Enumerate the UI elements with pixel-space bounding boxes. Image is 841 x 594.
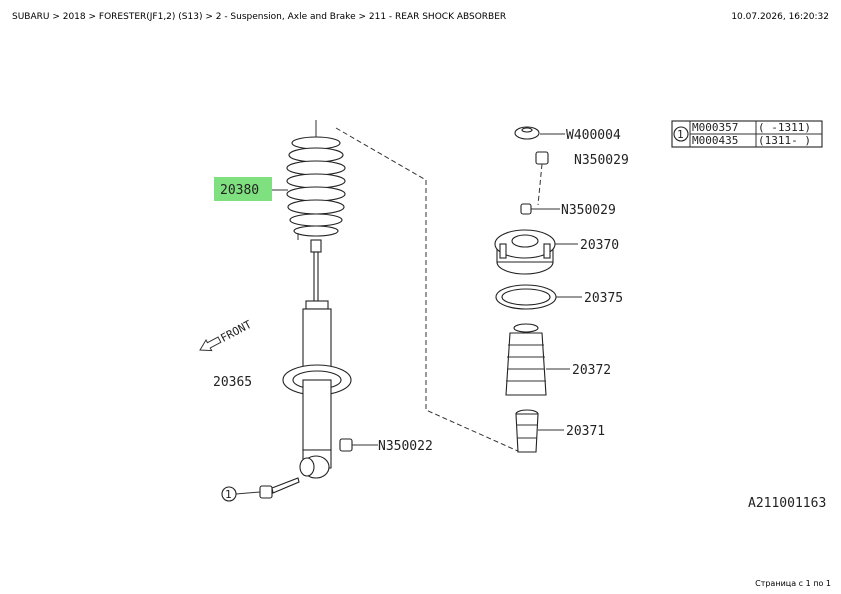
label-coil-spring[interactable]: 20380 [214, 177, 288, 201]
label-strut-mount[interactable]: 20370 [580, 238, 619, 253]
label-shock-absorber[interactable]: 20365 [213, 375, 252, 390]
label-dust-boot[interactable]: 20372 [572, 363, 611, 378]
label-washer-top[interactable]: W400004 [566, 128, 621, 143]
mounting-bolt[interactable] [235, 477, 300, 499]
svg-text:1: 1 [225, 488, 232, 501]
seat-ring[interactable] [495, 284, 582, 310]
front-direction-indicator: FRONT [199, 318, 254, 352]
shock-absorber[interactable] [282, 239, 352, 479]
label-nut-bottom[interactable]: N350022 [378, 439, 433, 454]
label-seat-ring[interactable]: 20375 [584, 291, 623, 306]
label-coil-spring-text: 20380 [220, 183, 259, 198]
nut-bottom[interactable] [339, 438, 378, 452]
legend-row-2-range: (1311- ) [758, 134, 811, 147]
callout-marker-1[interactable]: 1 [221, 486, 237, 502]
nut-mount[interactable] [520, 203, 560, 215]
label-nut-top[interactable]: N350029 [574, 153, 629, 168]
coil-spring[interactable] [286, 120, 346, 240]
legend-marker: 1 [677, 128, 684, 141]
label-nut-mount[interactable]: N350029 [561, 203, 616, 218]
legend-row-1-range: ( -1311) [758, 121, 811, 134]
label-bump-stopper[interactable]: 20371 [566, 424, 605, 439]
legend-row-2-part: M000435 [692, 134, 738, 147]
print-timestamp: 10.07.2026, 16:20:32 [731, 12, 829, 22]
strut-mount[interactable] [494, 229, 578, 275]
nut-top[interactable] [535, 151, 549, 206]
bump-stopper[interactable] [515, 409, 564, 453]
diagram-id: A211001163 [748, 496, 826, 511]
dust-boot[interactable] [505, 323, 570, 396]
legend-table: 1 M000357 ( -1311) M000435 (1311- ) [671, 120, 823, 148]
legend-row-1-part: M000357 [692, 121, 738, 134]
page-indicator: Страница с 1 по 1 [755, 579, 831, 588]
washer-top[interactable] [514, 126, 565, 140]
front-label: FRONT [218, 318, 254, 345]
breadcrumb: SUBARU > 2018 > FORESTER(JF1,2) (S13) > … [12, 12, 507, 22]
